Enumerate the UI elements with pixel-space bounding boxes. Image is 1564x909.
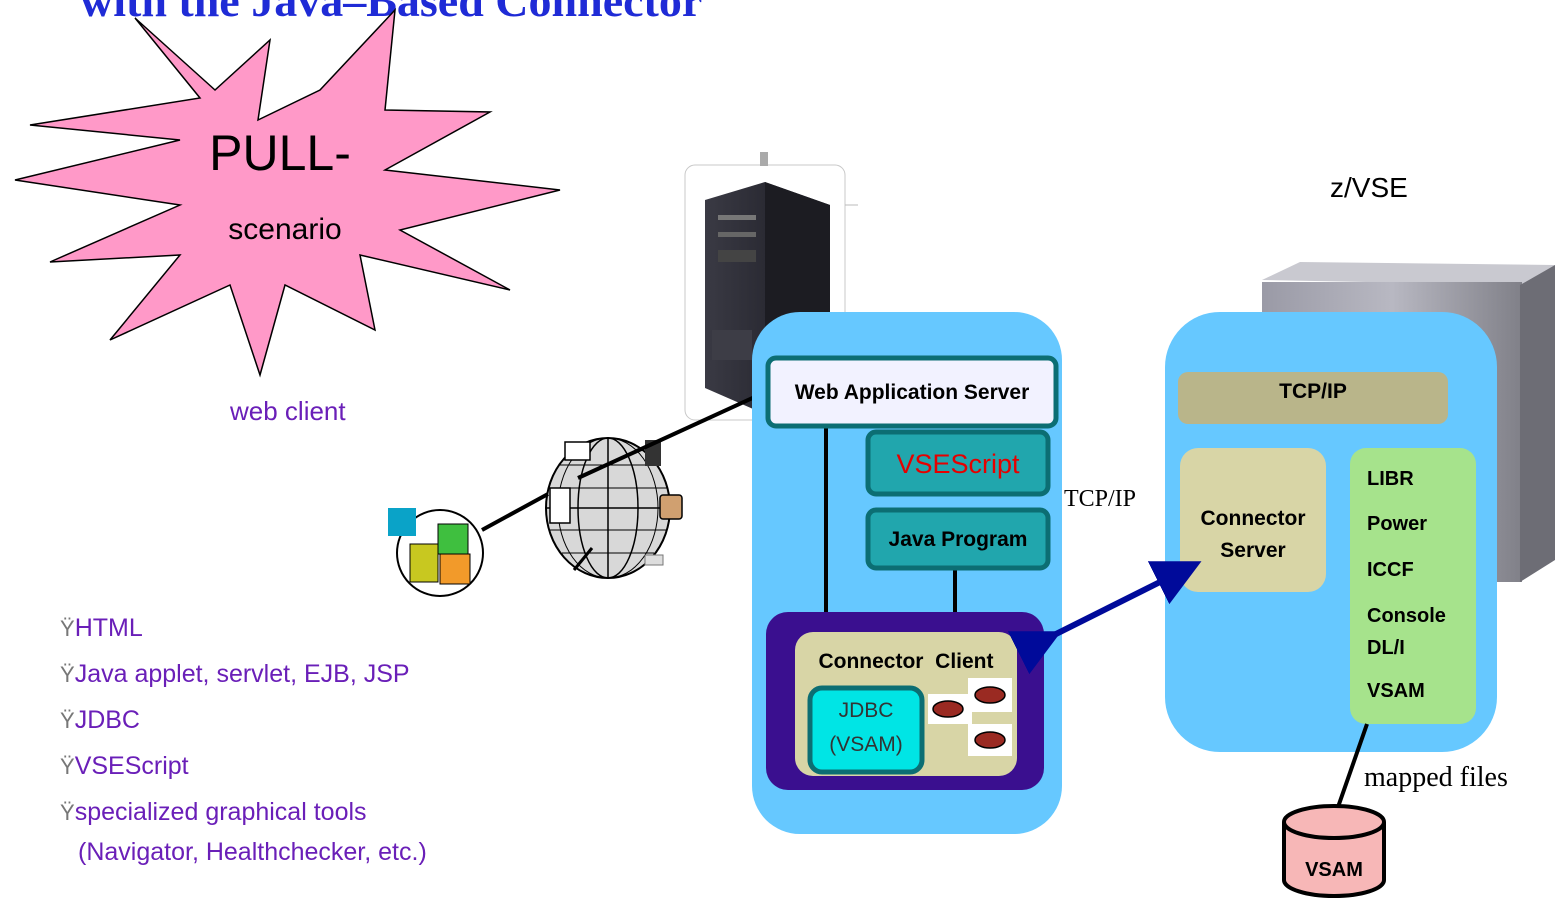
resource-console: Console: [1367, 605, 1446, 627]
bullet-marker: Ÿ: [60, 662, 75, 687]
mapped-files-label: mapped files: [1364, 762, 1508, 793]
list-item: Ÿspecialized graphical tools: [60, 798, 427, 838]
list-item-text: specialized graphical tools: [74, 798, 367, 826]
connector-client-label: Connector Client: [818, 650, 994, 673]
resource-iccf: ICCF: [1367, 559, 1414, 581]
bullet-marker: Ÿ: [60, 754, 75, 779]
capabilities-list: ŸHTML ŸJava applet, servlet, EJB, JSP ŸJ…: [60, 614, 427, 878]
bullet-marker: Ÿ: [60, 800, 75, 825]
globe-server-link: [577, 388, 771, 480]
resource-libr: LIBR: [1367, 468, 1414, 490]
web-client-puzzle-icon: [388, 508, 484, 597]
web-client-label: web client: [230, 396, 346, 426]
jdbc-vsam-label: (VSAM): [829, 733, 903, 756]
list-item: ŸJava applet, servlet, EJB, JSP: [60, 660, 427, 706]
zvse-tcpip-bar: [1178, 372, 1448, 424]
connector-server-label-2: Server: [1220, 539, 1286, 562]
bullet-marker: Ÿ: [60, 708, 75, 733]
connector-server-box: [1180, 448, 1326, 592]
java-program-label: Java Program: [888, 528, 1028, 551]
list-item-text: JDBC: [74, 706, 140, 734]
jdbc-label: JDBC: [838, 699, 894, 722]
resource-dli: DL/I: [1367, 637, 1405, 659]
tcpip-link-label: TCP/IP: [1064, 486, 1137, 512]
tcpip-connection-arrow: [1007, 561, 1202, 675]
web-application-server-box: [765, 355, 1059, 429]
java-program-box: [865, 507, 1051, 571]
vsescript-label: VSEScript: [896, 448, 1020, 479]
pull-scenario-starburst: [14, 7, 561, 378]
starburst-title: PULL-: [209, 125, 351, 181]
connector-server-label: Connector: [1200, 507, 1306, 530]
vsam-disk-icon: [1282, 804, 1386, 898]
resource-vsam: VSAM: [1367, 680, 1425, 702]
list-item-text: VSEScript: [74, 752, 189, 780]
zvse-resources-box: [1350, 448, 1476, 724]
client-globe-link: [481, 492, 549, 532]
resource-power: Power: [1367, 513, 1428, 535]
vsam-disk-label: VSAM: [1305, 858, 1363, 881]
web-application-server-label: Web Application Server: [794, 381, 1030, 404]
starburst-subtitle: scenario: [228, 213, 342, 246]
list-item-text: Java applet, servlet, EJB, JSP: [74, 660, 410, 688]
list-item-continuation: (Navigator, Healthchecker, etc.): [78, 838, 427, 866]
zvse-tcpip-label: TCP/IP: [1279, 380, 1347, 403]
bullet-marker: Ÿ: [60, 616, 75, 641]
jdbc-vsam-box: [807, 685, 925, 775]
zvse-label: z/VSE: [1330, 172, 1408, 203]
internet-globe-icon: [545, 437, 683, 579]
java-bean-icons: [928, 678, 1012, 756]
list-item: ŸJDBC: [60, 706, 427, 752]
list-item: ŸHTML: [60, 614, 427, 660]
list-item: ŸVSEScript: [60, 752, 427, 798]
list-item-text: HTML: [74, 614, 143, 642]
vsescript-box: [865, 429, 1051, 497]
